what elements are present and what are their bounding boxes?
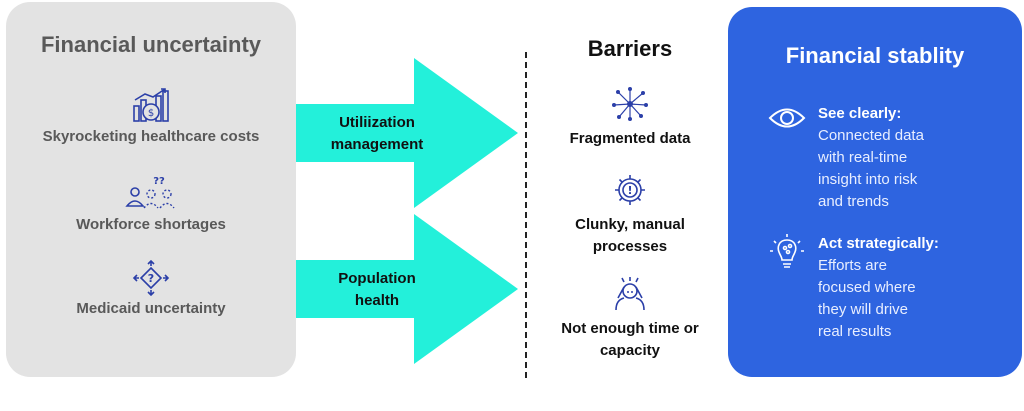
benefit-line: Efforts are: [818, 257, 887, 274]
eye-icon: [768, 108, 806, 128]
benefit-text: See clearly: Connected data with real-ti…: [818, 103, 1008, 213]
barrier-time-capacity: Not enough time or capacity: [540, 276, 720, 362]
barrier-label: Clunky, manual processes: [575, 216, 685, 255]
stressed-person-icon: [615, 277, 645, 311]
dashed-divider: [525, 52, 527, 378]
population-health-label: Population health: [338, 270, 416, 309]
benefit-title: Act strategically:: [818, 235, 939, 252]
barrier-label: Not enough time or capacity: [561, 320, 699, 359]
benefit-line: insight into risk: [818, 171, 918, 188]
svg-text:?: ?: [148, 272, 154, 285]
rising-costs-icon: $: [133, 88, 169, 122]
left-item-label: Workforce shortages: [76, 216, 226, 233]
left-item-label: Skyrocketing healthcare costs: [42, 128, 260, 145]
network-nodes-icon: [612, 87, 648, 121]
medicaid-uncertainty-icon: ?: [132, 260, 170, 296]
financial-uncertainty-title: Financial uncertainty: [40, 32, 262, 57]
benefit-line: focused where: [818, 279, 916, 296]
gear-alert-icon: !: [615, 175, 645, 205]
left-item-label: Medicaid uncertainty: [76, 300, 226, 317]
financial-uncertainty-panel: Financial uncertainty $ Skyrocketing hea…: [6, 2, 296, 377]
svg-text:??: ??: [153, 176, 165, 187]
benefit-line: and trends: [818, 193, 889, 210]
left-item-healthcare-costs: $ Skyrocketing healthcare costs: [6, 88, 296, 145]
benefit-line: they will drive: [818, 301, 909, 318]
barriers-title: Barriers: [587, 36, 673, 61]
left-item-workforce: ?? Workforce shortages: [6, 174, 296, 233]
utilization-management-label: Utiliization management: [330, 114, 424, 153]
benefit-text: Act strategically: Efforts are focused w…: [818, 233, 1008, 343]
barrier-label: Fragmented data: [569, 130, 691, 147]
benefit-title: See clearly:: [818, 105, 902, 122]
barrier-manual-processes: ! Clunky, manual processes: [540, 172, 720, 258]
benefit-line: real results: [818, 323, 892, 340]
left-item-medicaid: ? Medicaid uncertainty: [6, 260, 296, 317]
barrier-fragmented-data: Fragmented data: [540, 86, 720, 150]
workforce-shortage-icon: ??: [125, 176, 175, 209]
svg-text:!: !: [627, 184, 632, 197]
financial-stability-panel: Financial stablity See clearly: Connecte…: [728, 7, 1022, 377]
utilization-management-arrow: [296, 58, 518, 208]
svg-text:$: $: [148, 108, 154, 119]
population-health-arrow: [296, 214, 518, 364]
lightbulb-icon: [770, 234, 804, 268]
benefit-line: Connected data: [818, 127, 924, 144]
financial-stability-title: Financial stablity: [785, 43, 965, 68]
benefit-line: with real-time: [818, 149, 908, 166]
